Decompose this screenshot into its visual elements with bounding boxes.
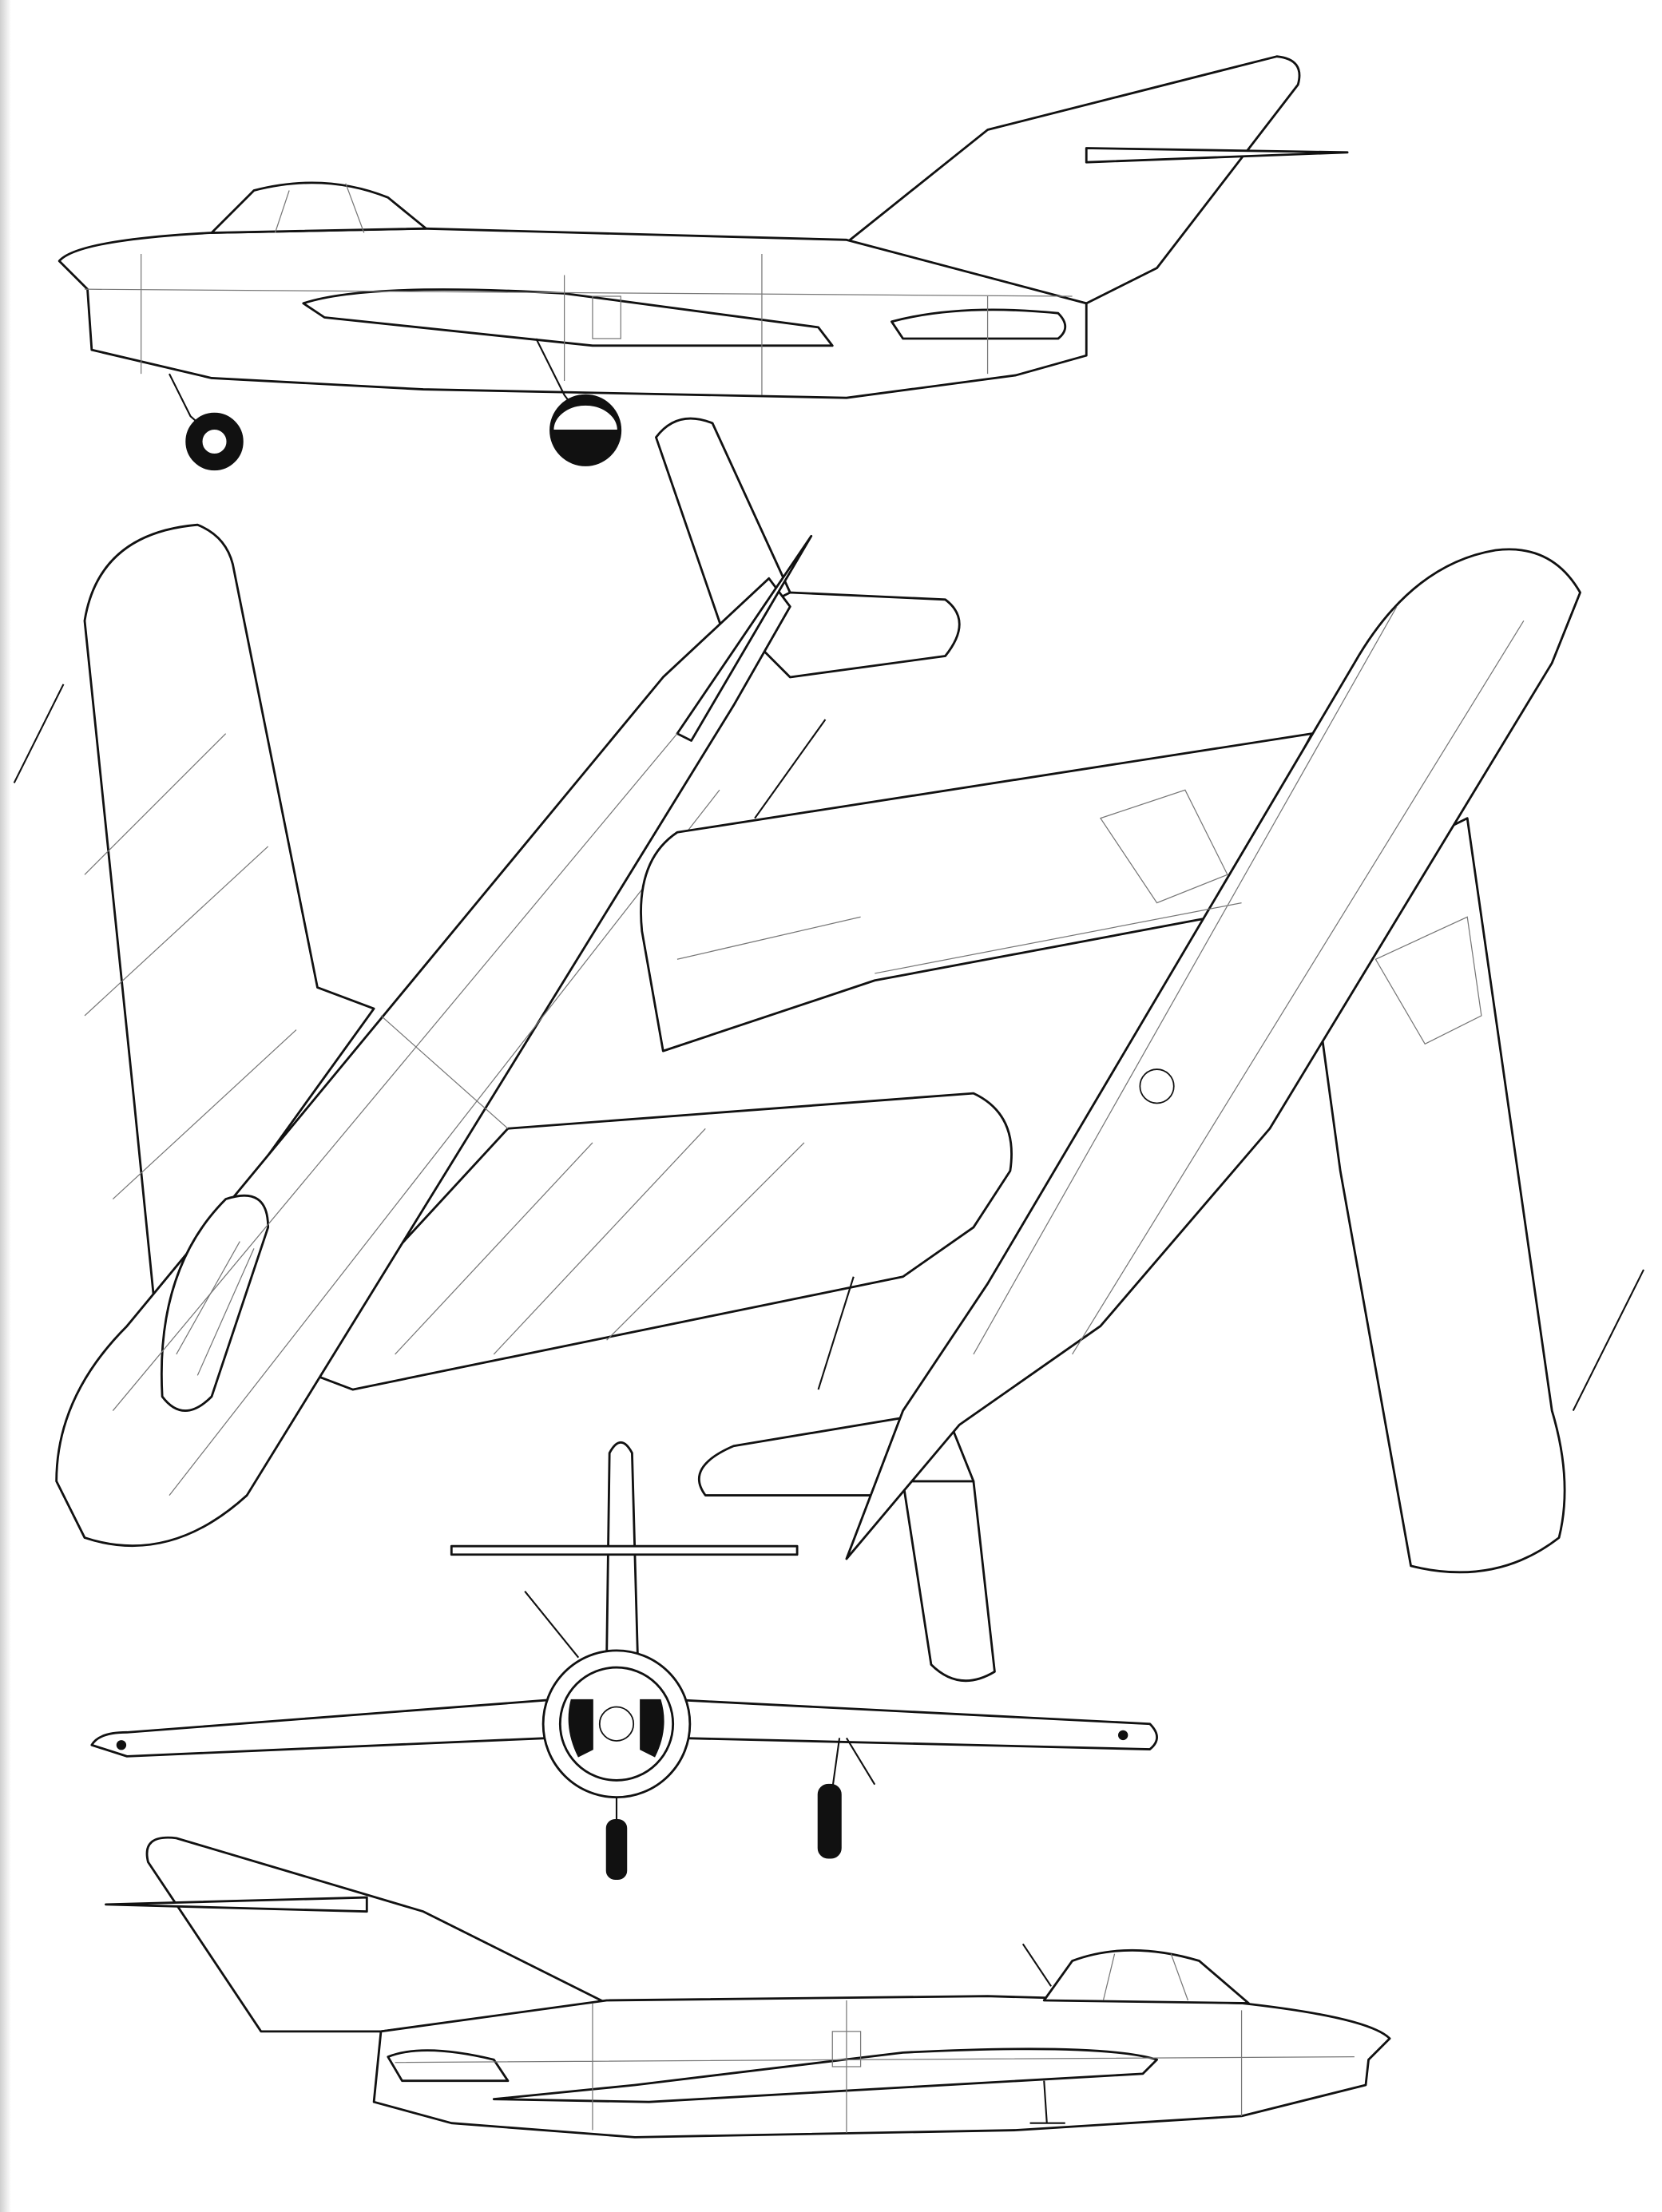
- right-side-antenna: [1021, 1943, 1052, 1987]
- side-view-nose-hub: [200, 428, 228, 455]
- front-wingtip-light-left: [116, 1740, 127, 1750]
- scan-page-edge: [0, 0, 11, 2212]
- upper-left-wing: [83, 523, 375, 1314]
- front-nose-wheel: [605, 1818, 628, 1880]
- right-side-panel-lines: [395, 2000, 1355, 2134]
- side-view-pitot: [1085, 147, 1349, 164]
- upper-tailplane: [732, 591, 961, 679]
- front-tailplane: [450, 1544, 799, 1556]
- lower-panel-lines: [676, 606, 1525, 1355]
- right-side-tail-fin: [145, 1836, 609, 2033]
- front-intake-splitter: [598, 1706, 635, 1742]
- plan-view-upper: [13, 417, 1013, 1547]
- upper-canopy-frame: [176, 1241, 255, 1376]
- side-view-right: [105, 1836, 1391, 2139]
- front-intake-right: [640, 1699, 664, 1758]
- side-view-tailplane: [890, 308, 1067, 340]
- upper-canopy: [161, 1194, 270, 1412]
- lower-left-wing: [640, 732, 1314, 1052]
- plan-view-lower: [640, 548, 1644, 1683]
- side-view-main-wheel-door: [552, 404, 619, 431]
- lower-right-wing: [1318, 817, 1566, 1574]
- upper-panel-lines: [112, 733, 720, 1496]
- right-side-ventral-strut: [1029, 2080, 1065, 2124]
- upper-antenna: [13, 684, 65, 783]
- right-side-canopy: [1042, 1948, 1250, 2004]
- front-view: [90, 1441, 1158, 1880]
- front-wingtip-light-right: [1117, 1730, 1128, 1741]
- front-pitot: [524, 1591, 580, 1659]
- front-main-gear: [831, 1737, 876, 1790]
- side-view-tail-fin: [845, 55, 1301, 305]
- upper-right-wing: [288, 1092, 1013, 1391]
- lower-fuselage: [845, 548, 1581, 1560]
- right-side-tailplane: [387, 2049, 510, 2083]
- side-view-panel-lines: [84, 254, 1073, 395]
- right-side-canopy-frame: [1102, 1953, 1189, 2001]
- side-view-left: [58, 55, 1349, 471]
- side-view-canopy-frame: [274, 183, 365, 233]
- front-main-wheel: [817, 1783, 842, 1859]
- lower-ventral-fin: [902, 1480, 996, 1683]
- lower-antenna-2: [1572, 1269, 1644, 1412]
- upper-pitot: [676, 534, 813, 742]
- right-side-wing: [492, 2047, 1158, 2103]
- lower-antenna-3: [754, 719, 827, 819]
- side-view-wing: [302, 288, 834, 347]
- front-intake-left: [568, 1699, 593, 1758]
- upper-wing-fences: [84, 733, 805, 1355]
- lower-antenna-1: [817, 1276, 855, 1390]
- side-view-canopy: [210, 181, 427, 234]
- lower-inspection-port: [1139, 1068, 1175, 1104]
- right-side-pitot: [105, 1896, 368, 1913]
